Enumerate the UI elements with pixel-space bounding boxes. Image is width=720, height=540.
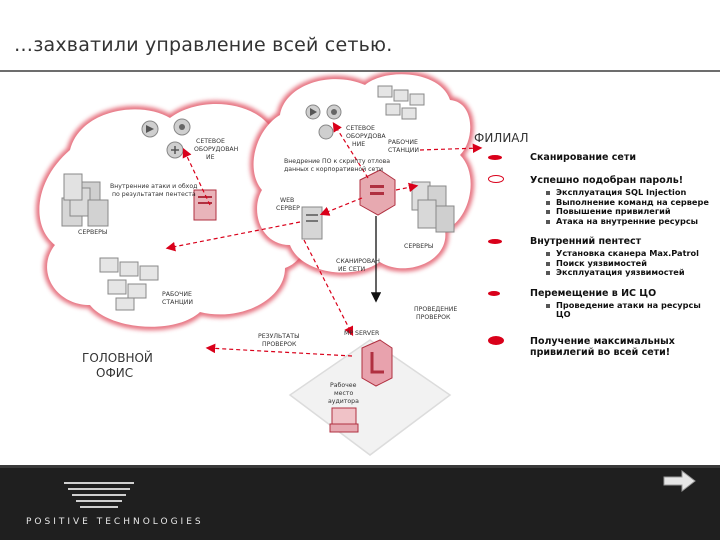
legend-item-label: Сканирование сети — [530, 152, 637, 163]
link-branch-web-to-office — [165, 221, 301, 252]
legend-panel: Сканирование сети Успешно подобран парол… — [488, 140, 710, 358]
title-divider — [0, 70, 720, 72]
branch-workstations-label-2: СТАНЦИИ — [388, 147, 419, 154]
legend-item-scan: Сканирование сети — [488, 152, 710, 163]
legend-item-label: Перемещение в ИС ЦО — [530, 287, 657, 299]
head-office-label-line2: ОФИС — [96, 366, 133, 380]
branch-net-equipment-label-1: СЕТЕВОЕ — [346, 125, 375, 132]
link-office-server-to-router — [182, 147, 211, 206]
link-firewall-to-branch-servers — [395, 182, 419, 193]
legend-item-pentest: Внутренний пентест Установка сканера Max… — [488, 236, 710, 278]
link-firewall-to-branch-router — [332, 121, 369, 179]
legend-sub-item: Эксплуатация SQL Injection — [544, 187, 710, 198]
brand-logo-icon — [64, 482, 134, 508]
pentest-checks-label-2: ПРОВЕРОК — [416, 314, 451, 321]
branch-scan-label-2: ИЕ СЕТИ — [338, 266, 366, 273]
web-server-label-2: СЕРВЕР — [276, 205, 300, 212]
link-firewall-to-web — [319, 197, 363, 216]
branch-web-server-icon — [301, 206, 323, 240]
branch-attack-note-1: Внедрение ПО к скрипту отлова — [284, 158, 390, 165]
legend-sub-item: Поиск уязвимостей — [544, 258, 710, 269]
mp-workstation-label-2: место — [334, 390, 353, 397]
legend-sub-item: Эксплуатация уязвимостей — [544, 267, 710, 278]
page-title: …захватили управление всей сетью. — [14, 34, 393, 56]
web-server-label-1: WEB — [280, 197, 294, 204]
office-net-equipment-label-1: СЕТЕВОЕ — [196, 138, 225, 145]
filial-label: ФИЛИАЛ — [474, 131, 529, 145]
legend-sub-item: Проведение атаки на ресурсы ЦО — [544, 300, 710, 320]
footer-divider — [0, 465, 720, 468]
network-diagram: ФИЛИАЛ ГОЛОВНОЙ ОФИС СЕТЕВОЕ ОБОРУДОВАН … — [35, 72, 529, 456]
red-blob-icon — [488, 175, 504, 183]
link-mp-to-office — [205, 343, 353, 357]
office-servers-label: СЕРВЕРЫ — [78, 229, 107, 236]
legend-sub-item: Выполнение команд на сервере — [544, 197, 710, 208]
legend-sub-list: Установка сканера Max.Patrol Поиск уязви… — [530, 248, 710, 278]
branch-router-icon — [305, 104, 342, 140]
office-internal-attacks-label-1: Внутренние атаки и обход — [110, 182, 197, 190]
legend-sub-item: Установка сканера Max.Patrol — [544, 248, 710, 259]
office-workstations-label-1: РАБОЧИЕ — [162, 291, 192, 298]
next-slide-button[interactable] — [662, 470, 696, 492]
branch-attack-note-2: данных с корпоративной сети — [284, 165, 383, 173]
branch-servers-icon — [411, 181, 455, 233]
pentest-results-label-1: РЕЗУЛЬТАТЫ — [258, 333, 300, 340]
legend-item-password: Успешно подобран пароль! Эксплуатация SQ… — [488, 175, 710, 226]
red-blob-icon — [488, 239, 502, 244]
branch-net-equipment-label-2: ОБОРУДОВА — [346, 133, 386, 140]
link-branch-to-mp — [303, 239, 354, 337]
office-net-equipment-label-2: ОБОРУДОВАН — [194, 146, 239, 153]
legend-sub-list: Эксплуатация SQL Injection Выполнение ко… — [530, 187, 710, 227]
mp-workstation-label-3: аудитора — [328, 398, 359, 405]
legend-item-max-privileges: Получение максимальных привилегий во все… — [488, 335, 710, 358]
legend-item-move: Перемещение в ИС ЦО Проведение атаки на … — [488, 288, 710, 320]
office-servers-icon — [61, 173, 109, 227]
office-workstations-icon — [99, 257, 159, 311]
legend-item-label: Получение максимальных привилегий во все… — [530, 335, 675, 358]
branch-cloud — [250, 72, 475, 277]
legend-sub-list: Проведение атаки на ресурсы ЦО — [530, 300, 710, 320]
brand-name: POSITIVE TECHNOLOGIES — [26, 517, 204, 527]
legend-item-label: Успешно подобран пароль! — [530, 175, 684, 186]
mp-server-icon — [361, 339, 393, 387]
branch-scan-label-1: СКАНИРОВАН — [336, 258, 380, 265]
red-blob-icon — [488, 290, 500, 296]
red-blob-icon — [488, 335, 504, 345]
office-server-red-icon — [193, 189, 217, 221]
legend-sub-item: Атака на внутренние ресурсы — [544, 216, 710, 227]
branch-net-equipment-label-3: НИЕ — [352, 141, 365, 148]
branch-servers-label: СЕРВЕРЫ — [404, 243, 433, 250]
mp-zone-diamond — [288, 339, 452, 456]
mp-workstation-icon — [329, 407, 359, 433]
legend-sub-item: Повышение привилегий — [544, 206, 710, 217]
head-office-label-line1: ГОЛОВНОЙ — [82, 350, 153, 365]
red-blob-icon — [488, 155, 502, 160]
office-internal-attacks-label-2: по результатам пентеста — [112, 191, 196, 198]
branch-workstations-label-1: РАБОЧИЕ — [388, 139, 418, 146]
office-router-icon — [141, 118, 191, 159]
legend-item-label: Внутренний пентест — [530, 236, 642, 247]
pentest-checks-label-1: ПРОВЕДЕНИЕ — [414, 306, 457, 313]
attack-links — [165, 121, 483, 357]
branch-firewall-icon — [359, 169, 396, 216]
mp-workstation-label-1: Рабочее — [330, 381, 357, 389]
office-net-equipment-label-3: ИЕ — [206, 154, 215, 161]
arrow-right-icon — [663, 470, 696, 492]
link-branch-to-filial — [419, 143, 483, 154]
office-workstations-label-2: СТАНЦИИ — [162, 299, 193, 306]
mp-server-label: MP SERVER — [344, 330, 380, 337]
footer-bar — [0, 465, 720, 540]
branch-workstations-icon — [377, 85, 425, 120]
pentest-results-label-2: ПРОВЕРОК — [262, 341, 297, 348]
